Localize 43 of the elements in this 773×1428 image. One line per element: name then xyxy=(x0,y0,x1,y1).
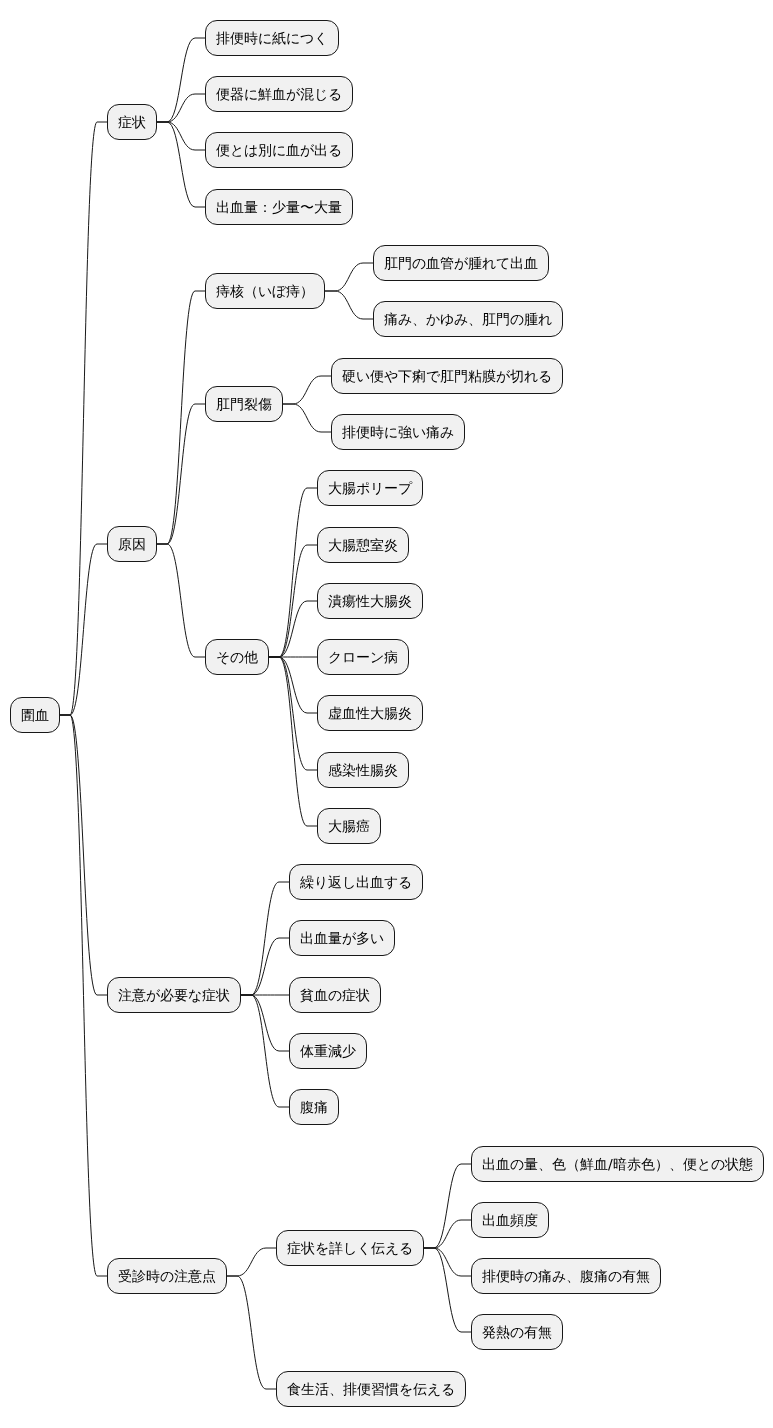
leaf-topic-box: 繰り返し出血する xyxy=(289,864,423,900)
leaf-topic-box: 便器に鮮血が混じる xyxy=(205,76,353,112)
leaf-topic-box: 出血頻度 xyxy=(471,1202,549,1238)
branch-topic-box: 症状を詳しく伝える xyxy=(276,1230,424,1266)
leaf-topic-box: 食生活、排便習慣を伝える xyxy=(276,1371,466,1407)
connector-line xyxy=(240,994,290,1108)
leaf-topic-box: 出血量：少量〜大量 xyxy=(205,189,353,225)
leaf-topic-box: クローン病 xyxy=(317,639,409,675)
connector-line xyxy=(282,403,332,433)
leaf-topic-box: 硬い便や下痢で肛門粘膜が切れる xyxy=(331,358,563,394)
connector-line xyxy=(226,1275,277,1390)
leaf-topic-box: 肛門の血管が腫れて出血 xyxy=(373,245,549,281)
connector-line xyxy=(324,290,374,320)
leaf-topic-box: 排便時に紙につく xyxy=(205,20,339,56)
branch-topic-box: 注意が必要な症状 xyxy=(107,977,241,1013)
leaf-topic-box: 大腸ポリープ xyxy=(317,470,423,506)
leaf-topic-box: 発熱の有無 xyxy=(471,1314,563,1350)
leaf-topic-box: 貧血の症状 xyxy=(289,977,381,1013)
branch-topic-box: 痔核（いぼ痔） xyxy=(205,273,325,309)
leaf-topic-box: 感染性腸炎 xyxy=(317,752,409,788)
leaf-topic-box: 体重減少 xyxy=(289,1033,367,1069)
branch-topic-box: その他 xyxy=(205,639,269,675)
branch-topic-box: 受診時の注意点 xyxy=(107,1258,227,1294)
leaf-topic-box: 腹痛 xyxy=(289,1089,339,1125)
leaf-topic-box: 大腸憩室炎 xyxy=(317,527,409,563)
connector-line xyxy=(59,714,108,1277)
leaf-topic-box: 虚血性大腸炎 xyxy=(317,695,423,731)
connector-line xyxy=(268,656,318,827)
branch-topic-box: 肛門裂傷 xyxy=(205,386,283,422)
leaf-topic-box: 排便時の痛み、腹痛の有無 xyxy=(471,1258,661,1294)
connector-line xyxy=(423,1247,472,1333)
connector-line xyxy=(156,121,206,208)
leaf-topic-box: 排便時に強い痛み xyxy=(331,414,465,450)
leaf-topic-box: 痛み、かゆみ、肛門の腫れ xyxy=(373,301,563,337)
leaf-topic-box: 出血量が多い xyxy=(289,920,395,956)
branch-topic-box: 症状 xyxy=(107,104,157,140)
branch-topic-box: 原因 xyxy=(107,526,157,562)
leaf-topic-box: 潰瘍性大腸炎 xyxy=(317,583,423,619)
leaf-topic-box: 便とは別に血が出る xyxy=(205,132,353,168)
leaf-topic-box: 大腸癌 xyxy=(317,808,381,844)
root-topic-box: 圊血 xyxy=(10,697,60,733)
leaf-topic-box: 出血の量、色（鮮血/暗赤色）、便との状態 xyxy=(471,1146,764,1182)
connector-line xyxy=(156,543,206,658)
